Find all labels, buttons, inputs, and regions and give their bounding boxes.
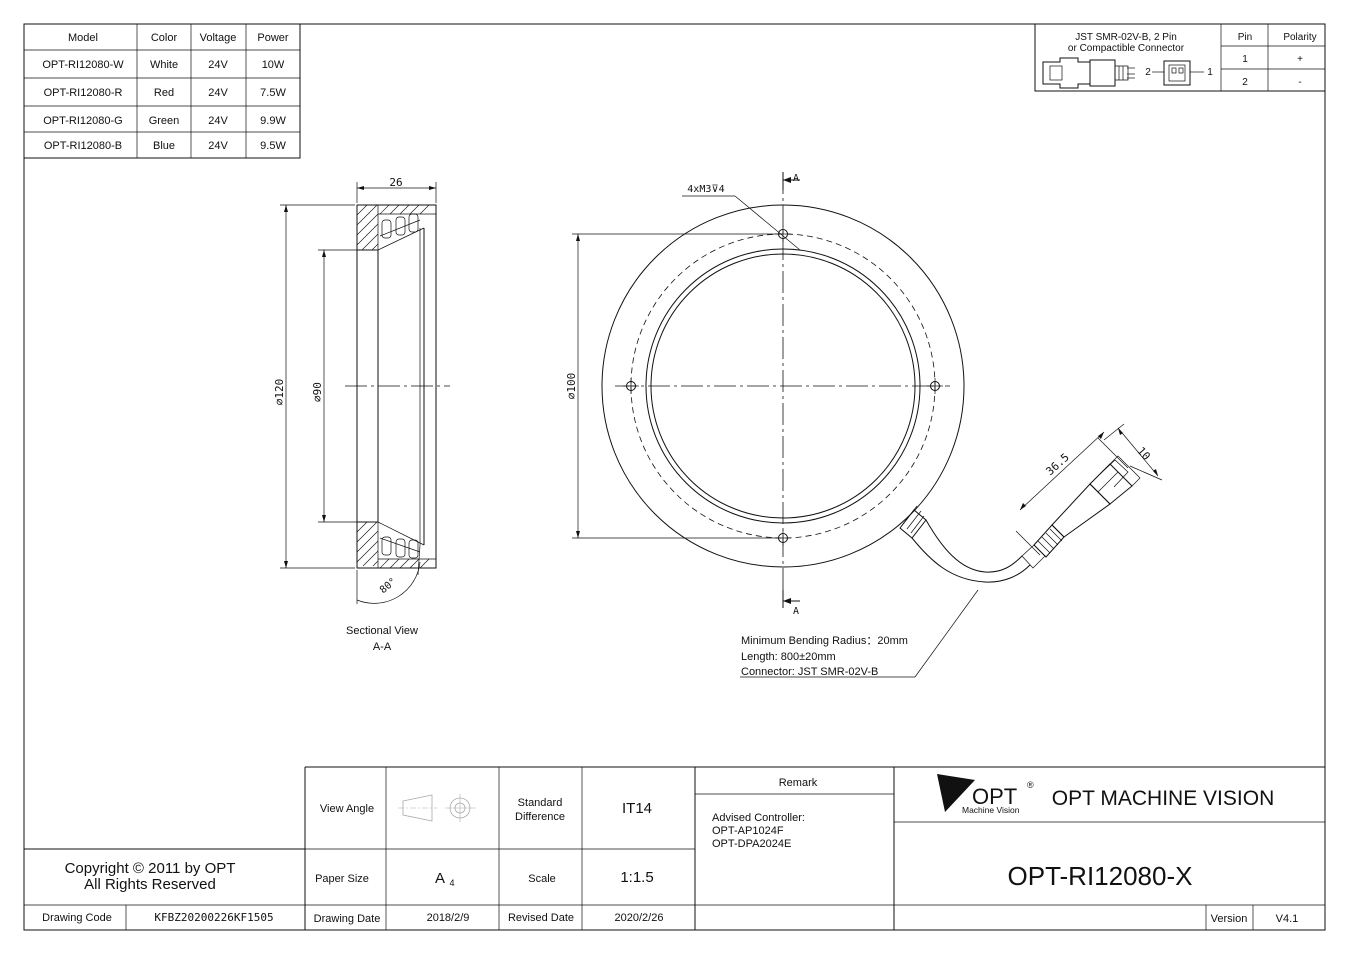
dim-bolt-circle: ⌀100 bbox=[565, 373, 578, 400]
drawing-date-label: Drawing Date bbox=[314, 913, 381, 925]
connector-pin2-label: 2 bbox=[1145, 67, 1151, 78]
section-hatch-bottom bbox=[356, 521, 436, 569]
polarity-header: Polarity bbox=[1283, 32, 1316, 43]
opt-logo: OPT ® Machine Vision bbox=[937, 774, 1034, 815]
cable-note-length: Length: 800±20mm bbox=[741, 651, 836, 663]
hole-callout: 4xM3⊽4 bbox=[687, 184, 724, 195]
section-caption-line1: Sectional View bbox=[346, 625, 418, 637]
revised-date-label: Revised Date bbox=[508, 912, 574, 924]
section-hatch-top bbox=[356, 204, 436, 251]
spec-cell: 24V bbox=[208, 140, 228, 152]
spec-cell: OPT-RI12080-B bbox=[44, 140, 122, 152]
sheet-border bbox=[23, 23, 1326, 931]
dim-outer-diameter: ⌀120 bbox=[273, 379, 286, 406]
front-view: A A 4xM3⊽4 ⌀100 bbox=[565, 172, 1163, 678]
polarity-cell: - bbox=[1298, 77, 1301, 88]
dim-width: 26 bbox=[389, 176, 402, 189]
connector-table: JST SMR-02V-B, 2 Pin or Compactible Conn… bbox=[1034, 23, 1326, 92]
version-value: V4.1 bbox=[1276, 913, 1299, 925]
section-caption-line2: A-A bbox=[373, 641, 392, 653]
spec-cell: OPT-RI12080-W bbox=[42, 59, 124, 71]
projection-symbol-icon bbox=[398, 794, 476, 822]
connector-sketch-icon bbox=[1042, 57, 1204, 89]
spec-header-power: Power bbox=[257, 32, 289, 44]
pin-cell: 2 bbox=[1242, 77, 1248, 88]
logo-text: OPT bbox=[972, 784, 1017, 809]
title-block: View Angle Standard Difference IT14 Rema… bbox=[24, 766, 1325, 930]
spec-cell: 24V bbox=[208, 87, 228, 99]
section-mark-bottom: A bbox=[793, 606, 799, 617]
scale-label: Scale bbox=[528, 873, 556, 885]
view-angle-label: View Angle bbox=[320, 803, 374, 815]
dim-cable-length: 36.5 bbox=[1043, 451, 1071, 478]
section-mark-top: A bbox=[793, 173, 799, 184]
standard-difference-label-l2: Difference bbox=[515, 811, 565, 823]
spec-cell: Blue bbox=[153, 140, 175, 152]
connector-title-line2: or Compactible Connector bbox=[1068, 43, 1185, 54]
spec-cell: 24V bbox=[208, 115, 228, 127]
drawing-code-label: Drawing Code bbox=[42, 912, 112, 924]
remark-label: Remark bbox=[779, 777, 818, 789]
spec-cell: OPT-RI12080-R bbox=[44, 87, 123, 99]
copyright-line1: Copyright © 2011 by OPT bbox=[65, 860, 236, 877]
logo-subtitle: Machine Vision bbox=[962, 805, 1020, 815]
dim-angle: 80° bbox=[378, 576, 399, 596]
spec-cell: White bbox=[150, 59, 178, 71]
dim-inner-diameter: ⌀90 bbox=[311, 382, 324, 402]
section-arrow-top bbox=[782, 172, 800, 190]
copyright-line2: All Rights Reserved bbox=[84, 876, 216, 893]
connector-pin1-label: 1 bbox=[1207, 67, 1213, 78]
spec-table: Model Color Voltage Power OPT-RI12080-W … bbox=[23, 23, 301, 159]
logo-reg: ® bbox=[1027, 780, 1034, 790]
drawing-code: KFBZ20200226KF1505 bbox=[154, 911, 273, 924]
version-label: Version bbox=[1211, 913, 1248, 925]
drawing-date: 2018/2/9 bbox=[427, 912, 470, 924]
revised-date: 2020/2/26 bbox=[615, 912, 664, 924]
cable-note-bend-radius: Minimum Bending Radius：20mm bbox=[741, 635, 908, 647]
mounting-hole bbox=[927, 378, 943, 394]
connector-plug bbox=[1033, 455, 1141, 558]
pin-cell: 1 bbox=[1242, 54, 1248, 65]
remark-line1: Advised Controller: bbox=[712, 812, 805, 824]
remark-line3: OPT-DPA2024E bbox=[712, 838, 791, 850]
standard-difference-label-l1: Standard bbox=[518, 797, 563, 809]
spec-cell: OPT-RI12080-G bbox=[43, 115, 122, 127]
spec-header-voltage: Voltage bbox=[200, 32, 237, 44]
spec-cell: 9.5W bbox=[260, 140, 286, 152]
cable-note-connector: Connector: JST SMR-02V-B bbox=[741, 666, 878, 678]
cable bbox=[899, 455, 1141, 583]
spec-cell: 7.5W bbox=[260, 87, 286, 99]
paper-size-sub: 4 bbox=[449, 878, 454, 888]
spec-cell: 10W bbox=[262, 59, 285, 71]
spec-header-color: Color bbox=[151, 32, 178, 44]
spec-cell: 24V bbox=[208, 59, 228, 71]
paper-size-label: Paper Size bbox=[315, 873, 369, 885]
spec-cell: Green bbox=[149, 115, 180, 127]
section-arrow-bottom bbox=[782, 590, 800, 608]
spec-header-model: Model bbox=[68, 32, 98, 44]
pin-header: Pin bbox=[1238, 32, 1252, 43]
part-number: OPT-RI12080-X bbox=[1008, 861, 1193, 891]
paper-size-value: A bbox=[435, 870, 445, 887]
spec-cell: Red bbox=[154, 87, 174, 99]
tolerance-value: IT14 bbox=[622, 800, 652, 817]
opt-logo-mark-icon bbox=[937, 774, 975, 812]
polarity-cell: + bbox=[1297, 54, 1303, 65]
connector-title-line1: JST SMR-02V-B, 2 Pin bbox=[1075, 32, 1177, 43]
remark-line2: OPT-AP1024F bbox=[712, 825, 784, 837]
mounting-hole bbox=[623, 378, 639, 394]
scale-value: 1:1.5 bbox=[620, 869, 653, 886]
dim-connector-width: 10 bbox=[1134, 444, 1153, 463]
spec-cell: 9.9W bbox=[260, 115, 286, 127]
company-name: OPT MACHINE VISION bbox=[1052, 787, 1274, 810]
sectional-view: 26 ⌀120 ⌀90 80° Sectional View A-A bbox=[273, 176, 450, 653]
